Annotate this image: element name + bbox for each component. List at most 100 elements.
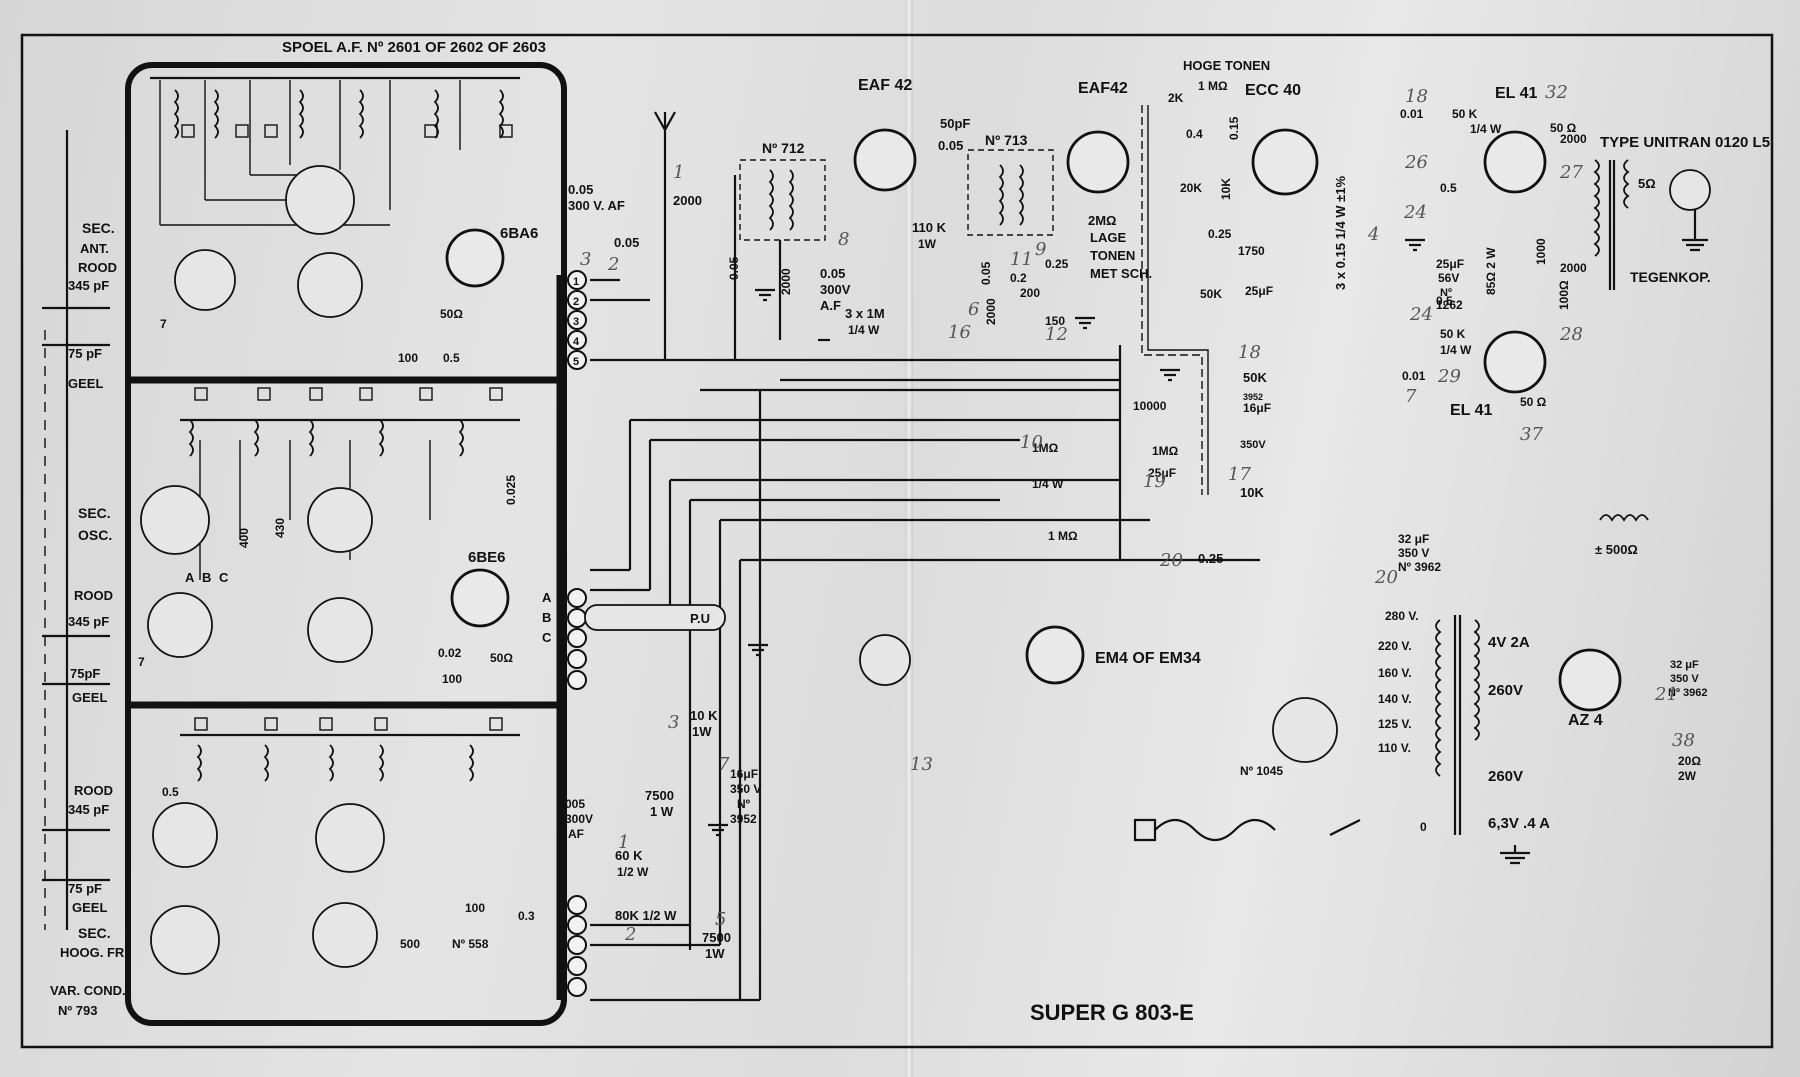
note-26: 26 <box>1404 152 1428 173</box>
sec-ant-l3: ROOD <box>78 260 117 275</box>
ground-symbol-spk <box>1682 238 1708 252</box>
res-05b-label: 0.5 <box>162 785 179 799</box>
term1-5: 5 <box>573 356 579 368</box>
res-7500-2: 1 W <box>650 804 674 819</box>
note-2: 2 <box>607 254 619 275</box>
cap-25uf56v-1: 25μF <box>1436 257 1464 271</box>
cap-001-label: 0.01 <box>1400 107 1424 121</box>
geel2-cap: 75pF <box>70 666 100 681</box>
speaker-plug <box>1669 169 1711 211</box>
if-transformer-712 <box>739 159 826 241</box>
pencil-annotations: 1 2 3 8 6 9 11 12 16 10 13 3 7 1 2 5 18 … <box>580 82 1695 945</box>
section3-coils <box>180 717 520 782</box>
sw-label-a: A <box>185 570 195 585</box>
ground-symbol-5 <box>748 643 768 657</box>
if-713-coil-a <box>998 164 1004 226</box>
note-3: 3 <box>580 249 591 270</box>
res-50k-14w-2: 1/4 W <box>1470 122 1502 136</box>
cap-32uf-b-1: 32 μF <box>1670 659 1699 671</box>
lage-tonen-1: 2MΩ <box>1088 213 1116 228</box>
output-transformer <box>1593 159 1630 290</box>
res-50k-label: 50K <box>1200 287 1222 301</box>
tf-sec-4v: 4V 2A <box>1488 634 1530 651</box>
note-17: 17 <box>1228 464 1251 485</box>
res-60k-2: 1/2 W <box>617 865 649 879</box>
cap-2000-label: 2000 <box>673 193 702 208</box>
note-32: 32 <box>1545 82 1568 103</box>
res-1mohm-14w-1: 1MΩ <box>1032 441 1059 455</box>
antenna-symbol <box>654 111 676 170</box>
abc-a: A <box>542 590 552 605</box>
note-20b: 20 <box>1374 567 1398 588</box>
note-27: 27 <box>1559 162 1583 183</box>
note-21: 21 <box>1654 684 1678 705</box>
tf-sec-63v: 6,3V .4 A <box>1488 815 1550 832</box>
res-025-label: 0.25 <box>1198 551 1223 566</box>
res-7500b-2: 1W <box>705 946 725 961</box>
note-20: 20 <box>1159 550 1183 571</box>
cap-005-300v-3: AF <box>568 827 584 841</box>
res-85-label: 85Ω 2 W <box>1484 247 1498 295</box>
sec-ant-l4: 345 pF <box>68 278 109 293</box>
note-8: 8 <box>838 229 849 250</box>
geel1-cap: 75 pF <box>68 346 102 361</box>
note-37: 37 <box>1520 424 1543 445</box>
cap-100c-label: 100 <box>465 901 485 915</box>
sec-ant-l1: SEC. <box>82 220 115 236</box>
res-50ohm-label: 50 Ω <box>1550 121 1577 135</box>
res-05-label: 0.5 <box>443 351 460 365</box>
paper-fold <box>905 0 913 1077</box>
mains-cord <box>1154 818 1276 842</box>
tube-el41-1 <box>1483 130 1547 194</box>
term1-4: 4 <box>573 336 580 348</box>
sec-ant-l2: ANT. <box>80 241 109 256</box>
lage-tonen-3: TONEN <box>1090 248 1135 263</box>
tube-6ba6-label: 6BA6 <box>500 225 538 242</box>
if-712-coil-a <box>768 169 774 231</box>
tf-tap-160: 160 V. <box>1378 666 1412 680</box>
tf-tap-140: 140 V. <box>1378 692 1412 706</box>
cap-005d-3: A.F <box>820 298 841 313</box>
sec-hf-l2: HOOG. FR. <box>60 945 128 960</box>
cap-005-300v-2: 300V <box>565 812 593 826</box>
cap-005-300v-1: 005 <box>565 797 585 811</box>
tube-6be6-label: 6BE6 <box>468 549 506 566</box>
tube-ecc40 <box>1251 128 1319 196</box>
res-1000-label: 1000 <box>1534 238 1548 265</box>
cap-430-label: 430 <box>273 518 287 538</box>
output-tf-label: TYPE UNITRAN 0120 L5 <box>1600 134 1770 151</box>
cap-02-label: 0.2 <box>1010 271 1027 285</box>
note-24: 24 <box>1409 304 1433 325</box>
res-7500-1: 7500 <box>645 788 674 803</box>
var-cond-l1: VAR. COND. <box>50 983 126 998</box>
cap-10000-label: 10000 <box>1133 399 1167 413</box>
cap-025b-label: 0.25 <box>1208 227 1232 241</box>
cap-05b-label: 0.5 <box>1436 294 1453 308</box>
tube-az4-label: AZ 4 <box>1568 712 1603 729</box>
wave-switch-2a <box>140 485 210 555</box>
note-7b: 7 <box>1405 386 1417 407</box>
ground-symbol-3 <box>1160 368 1180 382</box>
tf-tap-280: 280 V. <box>1385 609 1419 623</box>
hoge-tonen-label: HOGE TONEN <box>1183 58 1270 73</box>
cap-32uf-3: Nº 3962 <box>1398 560 1441 574</box>
cap-001b-label: 0.01 <box>1402 369 1426 383</box>
abc-c: C <box>542 630 552 645</box>
tf-sec-260a: 260V <box>1488 682 1523 699</box>
tube-eaf42-2 <box>1066 130 1130 194</box>
res-80k-label: 80K 1/2 W <box>615 908 677 923</box>
note-9: 9 <box>1035 239 1046 260</box>
tube-el41-2 <box>1483 330 1547 394</box>
res-3x1m-2: 1/4 W <box>848 323 880 337</box>
mains-switch <box>1329 819 1361 836</box>
ground-symbol-6 <box>708 823 728 837</box>
tf-tap-125: 125 V. <box>1378 717 1412 731</box>
sw-label-b: B <box>202 570 211 585</box>
cap-05-label: 0.5 <box>1440 181 1457 195</box>
wave-switch-1c <box>297 252 363 318</box>
cap-04-label: 0.4 <box>1186 127 1203 141</box>
mains-plug <box>1133 818 1157 842</box>
tf-tap-110: 110 V. <box>1378 741 1411 755</box>
tube-eaf42-1 <box>853 128 917 192</box>
wave-switch-1b <box>174 249 236 311</box>
